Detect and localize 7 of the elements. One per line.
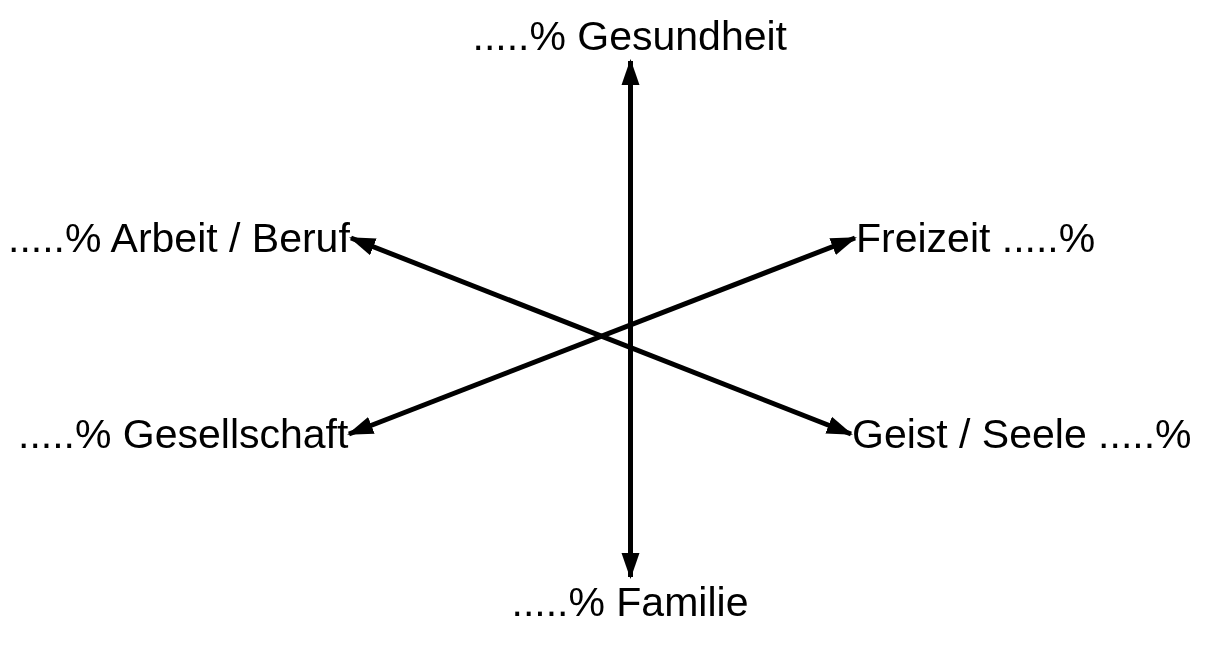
- label-text: Geist / Seele .....%: [852, 410, 1192, 458]
- double-headed-arrow: [621, 59, 640, 579]
- label-text: .....% Arbeit / Beruf: [8, 214, 350, 262]
- label-text: Freizeit .....%: [856, 214, 1096, 262]
- label-text: .....% Familie: [511, 578, 749, 626]
- label-text: .....% Gesundheit: [472, 12, 787, 60]
- label-text: .....% Gesellschaft: [18, 410, 349, 458]
